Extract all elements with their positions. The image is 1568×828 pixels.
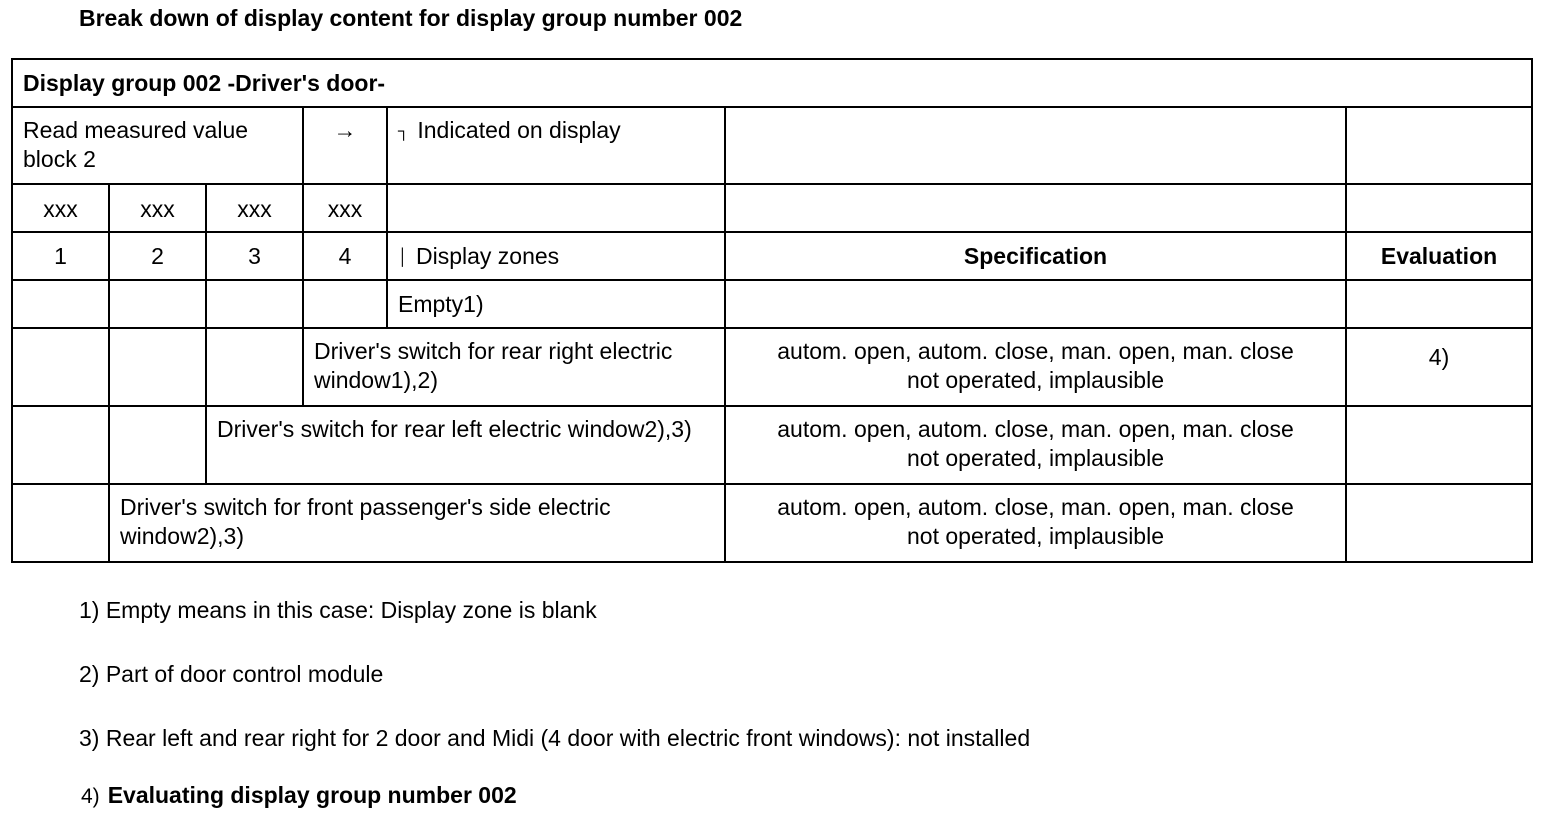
evaluation-cell	[1344, 483, 1534, 563]
blank-cell	[205, 279, 304, 329]
display-zones-cell: │ Display zones	[386, 231, 726, 281]
blank-cell	[1344, 106, 1534, 185]
blank-cell	[724, 183, 1347, 233]
zone-number: 1	[11, 231, 110, 281]
row-label: Driver's switch for rear right electric …	[302, 327, 726, 407]
bracket-icon: ┐	[398, 123, 410, 140]
table-row: Driver's switch for front passenger's si…	[11, 483, 1534, 563]
bar-icon: │	[398, 249, 408, 266]
indicated-on-display-cell: ┐ Indicated on display	[386, 106, 726, 185]
specification-cell: autom. open, autom. close, man. open, ma…	[724, 405, 1347, 485]
footnote-4-text: Evaluating display group number 002	[107, 782, 517, 808]
blank-cell	[386, 183, 726, 233]
display-group-table: Display group 002 -Driver's door- Read m…	[10, 58, 1534, 563]
blank-cell	[11, 483, 110, 563]
blank-cell	[1344, 279, 1534, 329]
blank-cell	[11, 405, 110, 485]
specification-cell: autom. open, autom. close, man. open, ma…	[724, 483, 1347, 563]
evaluation-header: Evaluation	[1344, 231, 1534, 281]
footnote-2: 2) Part of door control module	[79, 661, 384, 687]
blank-cell	[108, 327, 207, 407]
row-label: Driver's switch for rear left electric w…	[205, 405, 726, 485]
spec-line: not operated, implausible	[907, 523, 1164, 549]
blank-cell	[108, 405, 207, 485]
table-row: Driver's switch for rear left electric w…	[11, 405, 1534, 485]
arrow-icon: →	[302, 106, 388, 185]
empty-row-label: Empty1)	[386, 279, 726, 329]
page-heading: Break down of display content for displa…	[79, 5, 743, 31]
footnote-1: 1) Empty means in this case: Display zon…	[79, 597, 597, 623]
blank-cell	[724, 106, 1347, 185]
blank-cell	[11, 327, 110, 407]
blank-cell	[1344, 183, 1534, 233]
blank-cell	[724, 279, 1347, 329]
blank-cell	[11, 279, 110, 329]
footnote-4: 4) Evaluating display group number 002	[81, 782, 517, 809]
blank-cell	[205, 327, 304, 407]
zone-number: 3	[205, 231, 304, 281]
xxx-cell: xxx	[205, 183, 304, 233]
zone-number: 2	[108, 231, 207, 281]
spec-line: autom. open, autom. close, man. open, ma…	[777, 338, 1294, 364]
read-block-label: Read measured value block 2	[11, 106, 304, 185]
spec-line: not operated, implausible	[907, 445, 1164, 471]
blank-cell	[302, 279, 388, 329]
xxx-cell: xxx	[302, 183, 388, 233]
indicated-on-display-label: Indicated on display	[417, 117, 621, 143]
zone-number: 4	[302, 231, 388, 281]
display-zones-label: Display zones	[416, 243, 560, 269]
row-label: Driver's switch for front passenger's si…	[108, 483, 726, 563]
spec-line: autom. open, autom. close, man. open, ma…	[777, 416, 1294, 442]
specification-header: Specification	[724, 231, 1347, 281]
spec-line: not operated, implausible	[907, 367, 1164, 393]
spec-line: autom. open, autom. close, man. open, ma…	[777, 494, 1294, 520]
xxx-cell: xxx	[108, 183, 207, 233]
evaluation-cell	[1344, 405, 1534, 485]
specification-cell: autom. open, autom. close, man. open, ma…	[724, 327, 1347, 407]
table-row: Driver's switch for rear right electric …	[11, 327, 1534, 407]
footnote-4-number: 4)	[81, 785, 100, 808]
evaluation-cell: 4)	[1344, 327, 1534, 407]
blank-cell	[108, 279, 207, 329]
xxx-cell: xxx	[11, 183, 110, 233]
table-title: Display group 002 -Driver's door-	[10, 58, 1534, 108]
footnote-3: 3) Rear left and rear right for 2 door a…	[79, 725, 1031, 751]
